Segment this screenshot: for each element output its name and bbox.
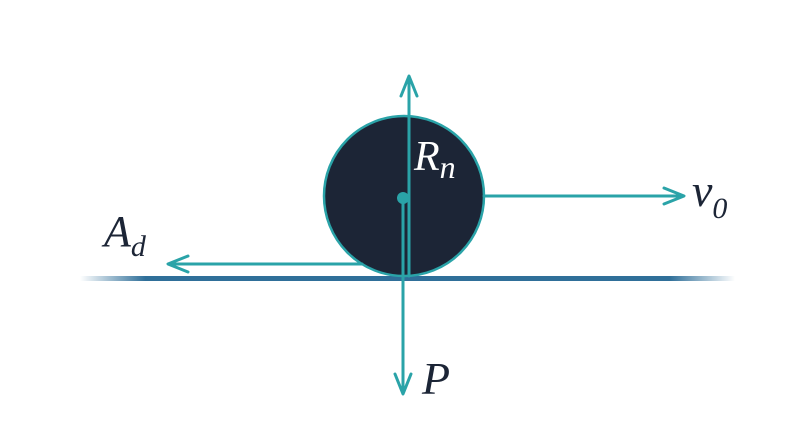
drag-force-label-sub: d bbox=[131, 230, 147, 263]
weight-arrow bbox=[393, 196, 413, 396]
velocity-label-sub: 0 bbox=[712, 192, 727, 225]
drag-force-label: Ad bbox=[101, 207, 147, 263]
drag-force-arrow bbox=[166, 254, 364, 274]
normal-force-arrow bbox=[399, 74, 419, 278]
velocity-label-main: v bbox=[692, 165, 713, 216]
drag-force-label-main: A bbox=[101, 207, 132, 256]
center-point bbox=[397, 192, 409, 204]
normal-force-label-main: R bbox=[413, 134, 440, 180]
ground-line bbox=[80, 276, 735, 281]
weight-label: P bbox=[421, 353, 450, 404]
velocity-arrow bbox=[482, 186, 686, 206]
velocity-label: v0 bbox=[692, 165, 727, 225]
normal-force-label-sub: n bbox=[440, 149, 456, 185]
normal-force-label: Rn bbox=[413, 134, 456, 185]
